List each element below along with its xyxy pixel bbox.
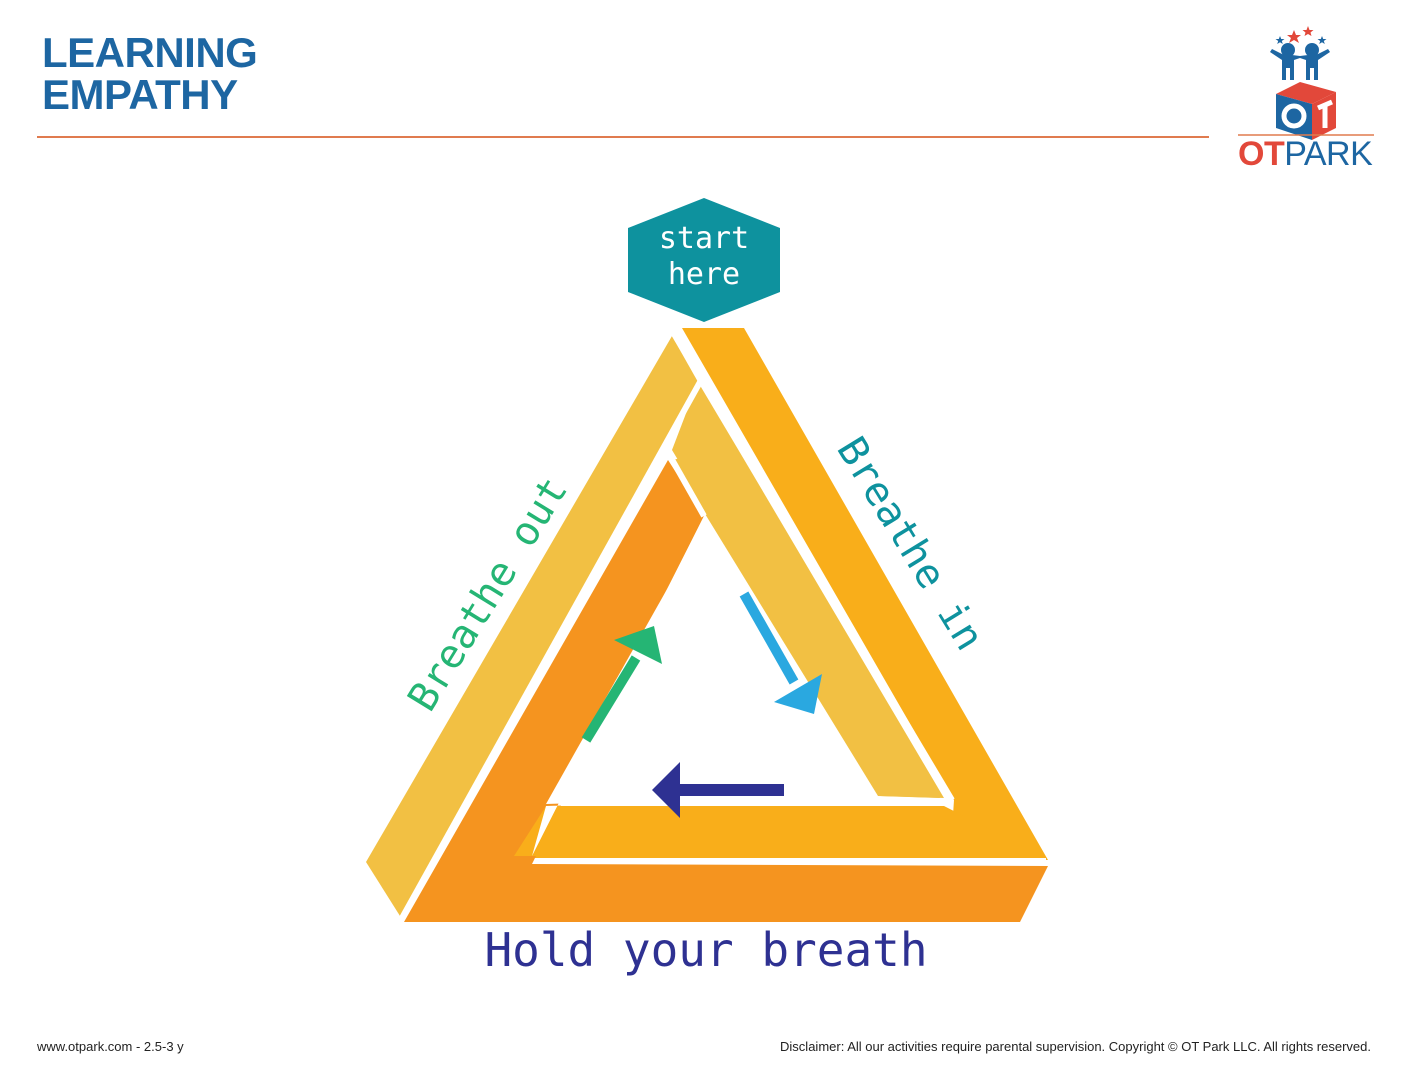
footer-disclaimer: Disclaimer: All our activities require p… (780, 1039, 1371, 1054)
start-hexagon (628, 198, 780, 322)
start-label-line1: start (659, 221, 749, 256)
arrow-left-icon (652, 762, 784, 818)
arrow-down-right-icon (739, 591, 822, 714)
header-divider (37, 136, 1209, 138)
start-label-line2: here (668, 257, 740, 292)
right-band-inner-face (672, 382, 944, 798)
right-band (682, 328, 1048, 860)
ot-park-logo-icon (1238, 26, 1374, 140)
logo-ot: OT (1238, 135, 1285, 173)
title-line-2: EMPATHY (42, 71, 238, 118)
left-inner-band (404, 460, 1048, 922)
title-line-1: LEARNING (42, 29, 258, 76)
logo-park: PARK (1284, 135, 1373, 173)
arrow-up-icon (581, 626, 662, 743)
logo-wordmark: OTPARK (1238, 135, 1373, 173)
page-title: LEARNING EMPATHY (42, 29, 258, 118)
footer-url: www.otpark.com - 2.5-3 y (37, 1039, 184, 1054)
hold-breath-label: Hold your breath (484, 923, 927, 977)
left-band (366, 336, 698, 916)
